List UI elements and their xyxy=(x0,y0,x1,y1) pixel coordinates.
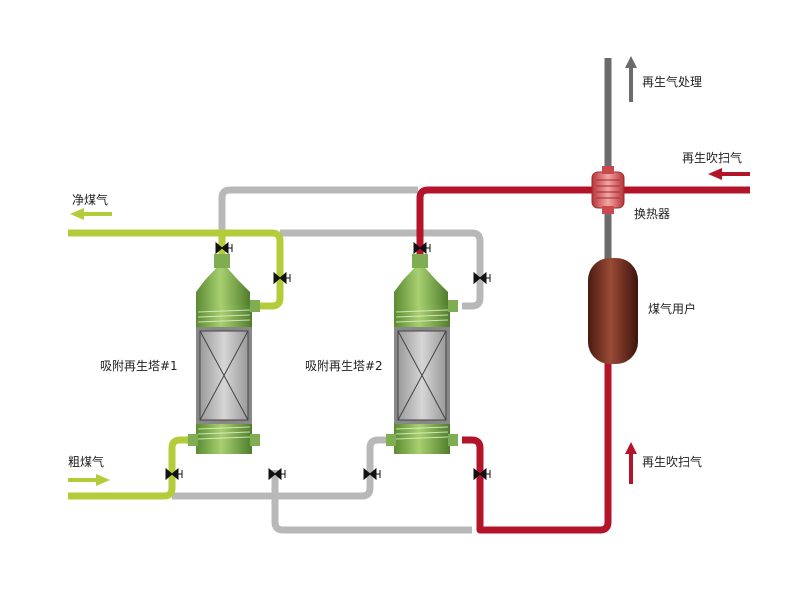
valve-icon xyxy=(413,241,431,255)
regen-purge-gas-in-label: 再生吹扫气 xyxy=(682,150,742,165)
valve-icon xyxy=(473,271,491,285)
valve-icon xyxy=(363,467,381,481)
regen-purge-gas-up-label: 再生吹扫气 xyxy=(642,454,702,469)
arrow-up-icon xyxy=(625,56,637,102)
tower2-label: 吸附再生塔#2 xyxy=(305,359,383,373)
gas-user-tank xyxy=(588,258,638,364)
raw-gas-label: 粗煤气 xyxy=(68,454,104,469)
arrow-right-icon xyxy=(68,474,110,486)
arrow-left-icon xyxy=(70,208,112,220)
regen-gas-treatment-label: 再生气处理 xyxy=(642,74,702,89)
heat-exchanger xyxy=(591,166,625,214)
valve-icon xyxy=(215,241,233,255)
arrows xyxy=(68,56,750,486)
valve-icon xyxy=(165,467,183,481)
adsorption-tower-2 xyxy=(386,254,458,454)
valves xyxy=(165,241,491,481)
arrow-left-icon xyxy=(708,168,750,180)
valve-icon xyxy=(268,467,286,481)
valve-icon xyxy=(473,467,491,481)
adsorption-tower-1 xyxy=(188,254,260,454)
arrow-up-icon xyxy=(625,442,637,484)
valve-icon xyxy=(273,271,291,285)
regen-pipes xyxy=(416,186,750,534)
idle-pipes xyxy=(172,186,484,534)
clean-gas-label: 净煤气 xyxy=(72,192,108,207)
heat-exchanger-label: 换热器 xyxy=(634,207,670,221)
tower1-label: 吸附再生塔#1 xyxy=(100,359,178,373)
gas-user-label: 煤气用户 xyxy=(648,301,696,316)
